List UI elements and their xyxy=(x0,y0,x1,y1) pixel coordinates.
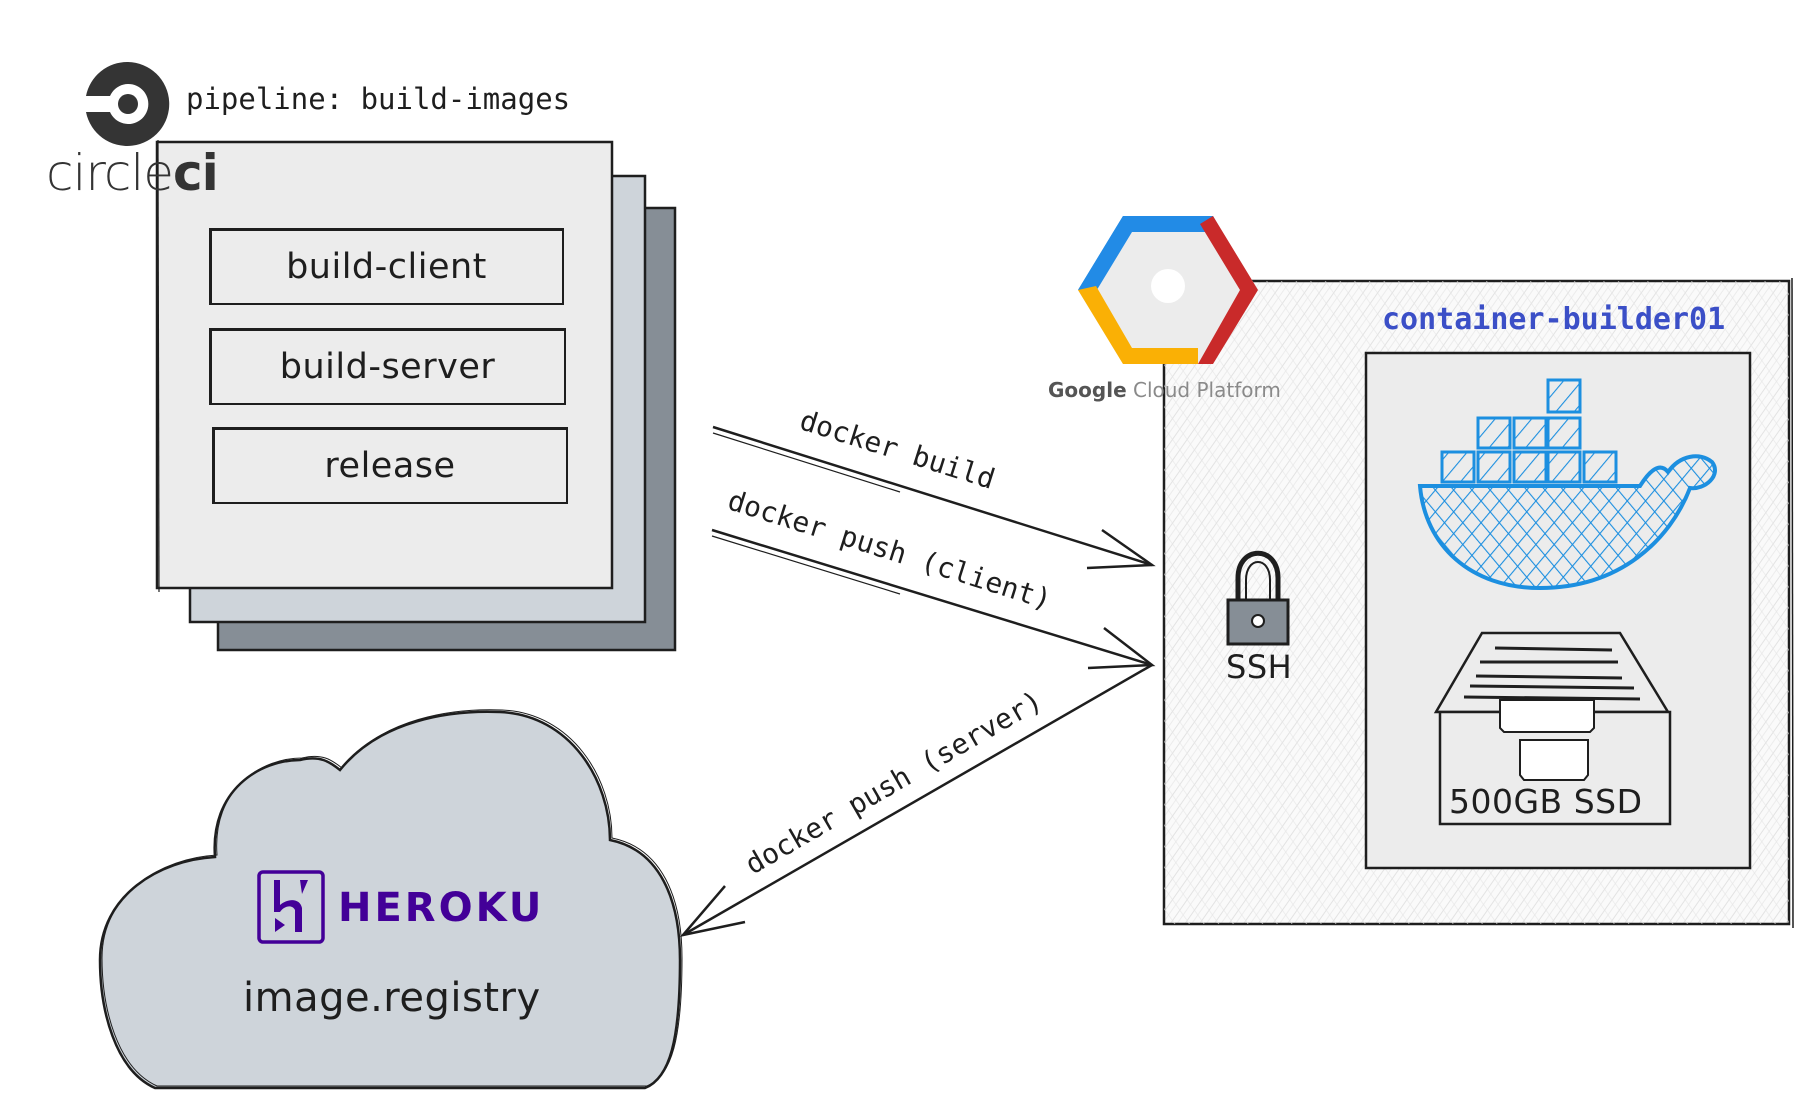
gcp-caption-rest: Cloud Platform xyxy=(1133,378,1281,402)
job-label: build-server xyxy=(279,346,496,387)
registry-cloud-shape xyxy=(98,709,683,1090)
job-build-client[interactable]: build-client xyxy=(209,228,564,305)
arrow-docker-build xyxy=(712,425,1156,570)
pipeline-stack xyxy=(155,139,677,652)
ssd-label: 500GB SSD xyxy=(1449,782,1643,821)
padlock-icon xyxy=(1226,550,1290,646)
heroku-logo-icon xyxy=(257,870,325,944)
circleci-logo-icon xyxy=(86,61,170,146)
pipeline-panel-front xyxy=(155,140,614,590)
job-label: release xyxy=(324,445,456,486)
gcp-caption-google: Google xyxy=(1048,378,1127,402)
job-release[interactable]: release xyxy=(212,427,568,504)
server-name[interactable]: container-builder01 xyxy=(1382,302,1726,337)
docker-whale-icon xyxy=(1417,378,1717,591)
pipeline-title: pipeline: build-images xyxy=(186,82,571,116)
heroku-brand-text: HEROKU xyxy=(338,885,545,931)
circleci-wordmark-light: circle xyxy=(46,144,174,202)
gcp-caption: Google Cloud Platform xyxy=(1048,378,1281,402)
circleci-wordmark: circleci xyxy=(46,148,219,198)
registry-label[interactable]: image.registry xyxy=(243,975,541,1021)
google-cloud-platform-logo-icon xyxy=(1078,216,1258,364)
ssd-drive-icon xyxy=(1433,631,1672,826)
ssh-label: SSH xyxy=(1226,648,1293,686)
circleci-wordmark-bold: ci xyxy=(172,144,219,202)
arrow-docker-push-server xyxy=(679,663,1153,937)
job-build-server[interactable]: build-server xyxy=(209,328,566,405)
job-label: build-client xyxy=(286,246,487,287)
